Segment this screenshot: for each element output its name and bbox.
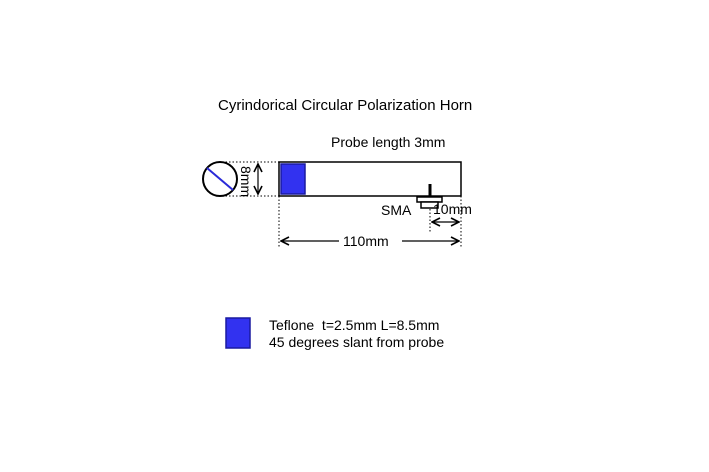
sma-connector [416,184,443,209]
legend-line-2: 45 degrees slant from probe [269,334,444,350]
teflon-block [280,163,306,195]
end-view-circle [202,161,238,197]
length-label: 110mm [343,233,389,249]
offset-label: 10mm [433,201,472,217]
sma-label: SMA [381,202,412,218]
horn-body [278,161,462,197]
diagram-title: Cyrindorical Circular Polarization Horn [218,97,472,114]
legend-swatch [225,317,251,349]
slant-line [206,167,234,191]
diameter-label: 8mm [238,166,254,197]
legend-line-1: Teflone t=2.5mm L=8.5mm [269,317,439,333]
probe-length-label: Probe length 3mm [331,134,445,150]
